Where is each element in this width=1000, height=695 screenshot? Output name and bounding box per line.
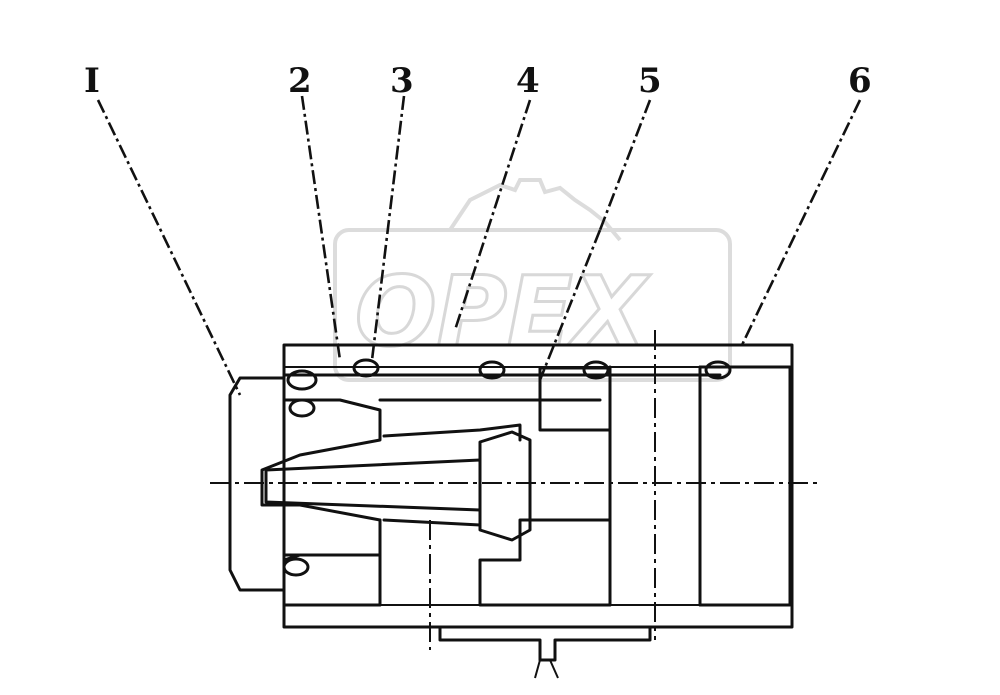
bottom-channel [429, 520, 652, 679]
end-cap-right [698, 365, 792, 607]
leader-6 [740, 99, 862, 346]
watermark: OPEX [333, 178, 732, 382]
o-ring-5 [582, 360, 610, 380]
o-ring-6 [704, 360, 732, 380]
leader-5 [598, 99, 652, 231]
centre-lines [210, 330, 820, 640]
piston-body [282, 366, 612, 607]
leader-2 [300, 95, 342, 361]
leader-3 [370, 95, 406, 361]
o-ring-3 [352, 358, 380, 378]
callout-4: 4 [516, 61, 540, 101]
outer-sleeve [282, 343, 794, 629]
leader-1 [96, 99, 242, 396]
watermark-frame [333, 228, 732, 382]
callout-3: 3 [390, 61, 414, 101]
inner-pin [264, 423, 532, 542]
callout-6: 6 [848, 61, 872, 101]
callout-labels: I 2 3 4 5 6 [84, 61, 872, 101]
o-ring-2 [286, 369, 318, 391]
left-plug [228, 376, 382, 592]
callout-5: 5 [638, 61, 662, 101]
sleeve-body [282, 343, 794, 629]
o-ring-lower [282, 557, 310, 577]
gear-logo-outline [448, 178, 622, 242]
leader-lines [96, 95, 862, 396]
leader-4 [453, 99, 532, 331]
callout-2: 2 [288, 61, 312, 101]
callout-1: I [84, 61, 100, 101]
leader-5b [538, 229, 602, 381]
o-rings [282, 358, 732, 577]
o-ring-4 [478, 360, 506, 380]
watermark-text: OPEX [355, 256, 651, 368]
